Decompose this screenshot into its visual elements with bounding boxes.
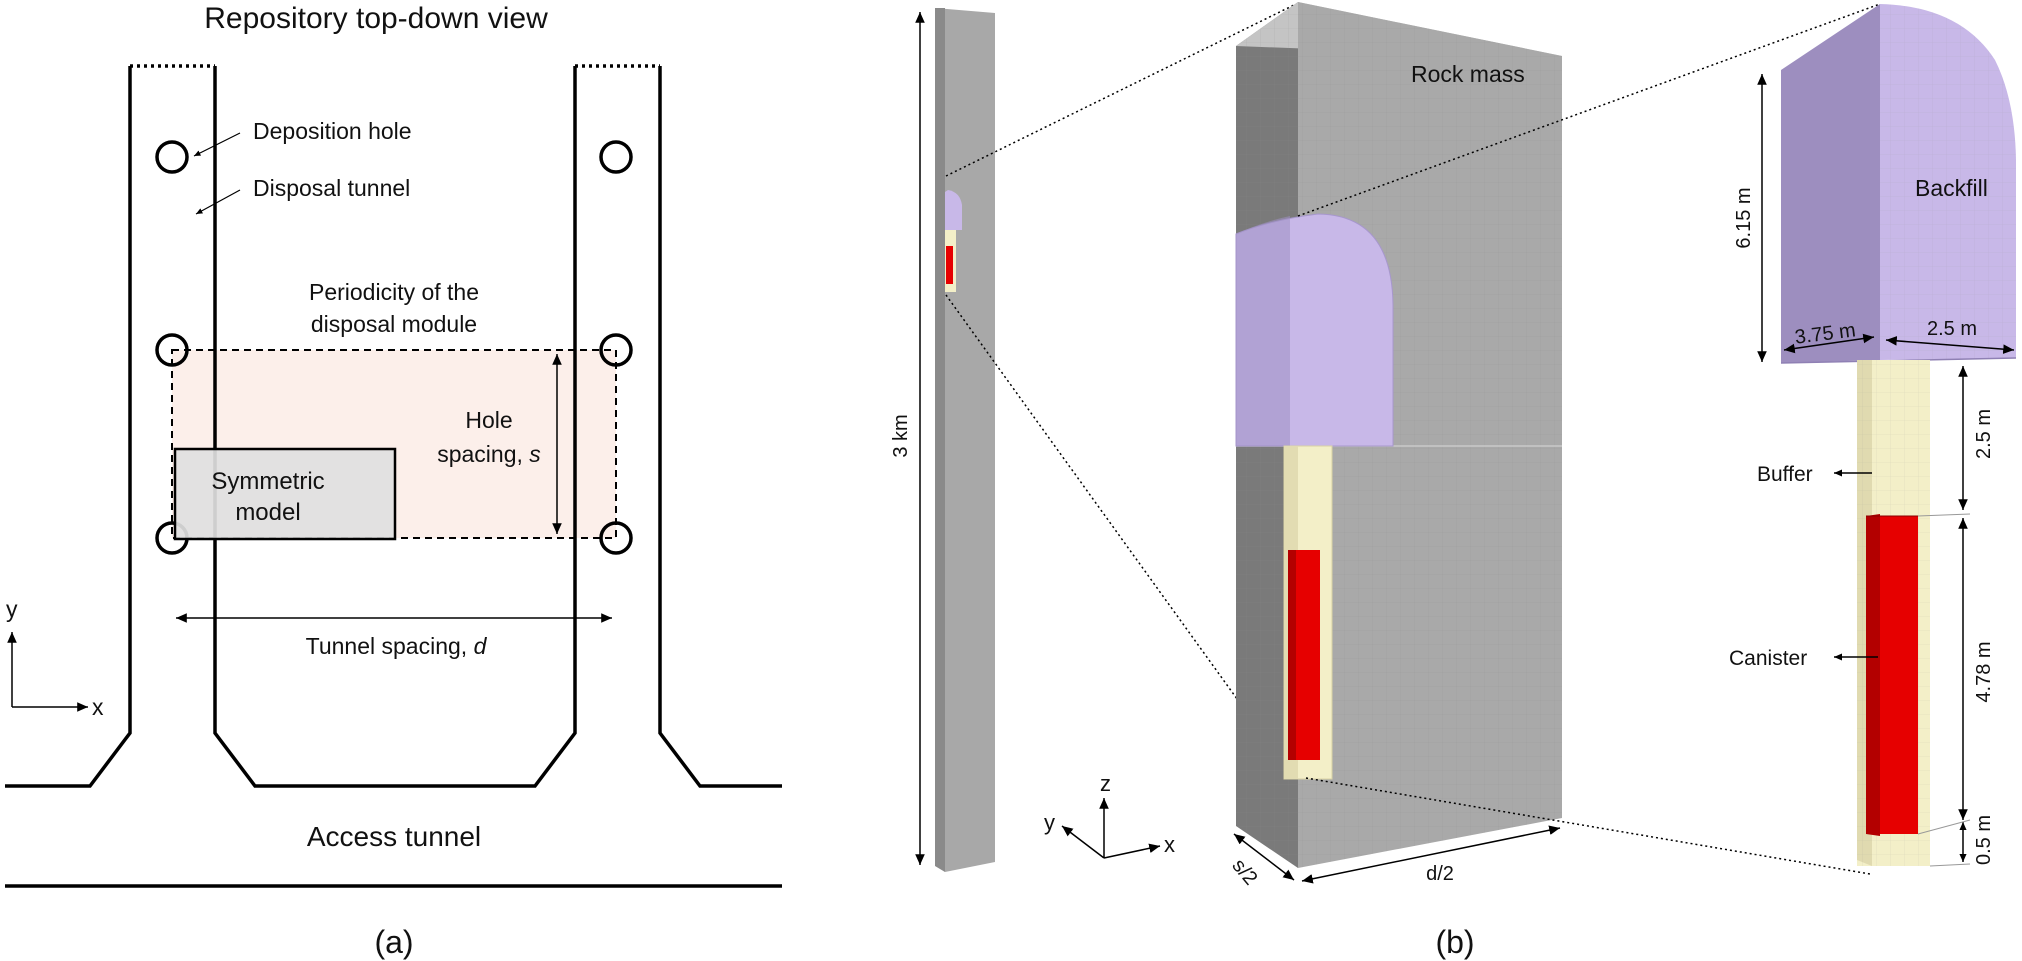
- deposition-hole: [599, 521, 633, 555]
- axis-x-label-3d: x: [1164, 832, 1175, 857]
- axis-z-label: z: [1100, 771, 1111, 796]
- panel-a: Repository top-down view Symmetric model: [5, 2, 782, 960]
- hole-spacing-label-line1: Hole: [465, 407, 512, 433]
- backfill-height-label: 6.15 m: [1733, 187, 1755, 248]
- disposal-tunnel-label: Disposal tunnel: [253, 175, 410, 201]
- full-domain-column: [935, 8, 995, 872]
- buffer-top-height-label: 2.5 m: [1973, 409, 1995, 459]
- backfill-label: Backfill: [1915, 175, 1988, 201]
- xy-axes: y x: [6, 596, 104, 720]
- axis-y-label: y: [6, 596, 18, 622]
- disposal-tunnel-leader: [195, 189, 241, 215]
- symmetric-model-label-line2: model: [235, 499, 300, 526]
- symmetric-model-label-line1: Symmetric: [211, 468, 324, 495]
- depth-label: s/2: [1228, 855, 1262, 890]
- height-label: 3 km: [890, 414, 912, 457]
- panel-b-caption: (b): [1435, 924, 1474, 960]
- rock-mass-label: Rock mass: [1411, 61, 1525, 87]
- canister-height-label: 4.78 m: [1973, 641, 1995, 702]
- canister-label: Canister: [1729, 647, 1807, 670]
- hole-spacing-label-line2: spacing, s: [437, 441, 541, 467]
- dimension-guides: [1917, 513, 1971, 867]
- axis-y-label-3d: y: [1044, 810, 1055, 835]
- deposition-hole: [599, 140, 633, 174]
- detail-canister: [1866, 514, 1918, 836]
- periodicity-label-line2: disposal module: [311, 311, 477, 337]
- width-left-dimension: [1783, 333, 1875, 354]
- small-canister: [946, 246, 953, 284]
- xyz-axes: z y x: [1044, 771, 1175, 859]
- width-dimension: [1301, 825, 1561, 884]
- depth-dimension: [1233, 833, 1295, 881]
- width-right-dimension: [1885, 336, 2015, 354]
- deposition-hole: [155, 333, 189, 367]
- deposition-hole: [155, 140, 189, 174]
- tunnel-spacing-label: Tunnel spacing, d: [306, 633, 488, 659]
- deposition-holes: [155, 140, 633, 555]
- deposition-hole: [599, 333, 633, 367]
- periodicity-label-line1: Periodicity of the: [309, 279, 479, 305]
- bottom-height-label: 0.5 m: [1973, 815, 1995, 865]
- panel-b: 3 km Rock mass z y: [890, 2, 2017, 960]
- buffer-label: Buffer: [1757, 463, 1813, 486]
- width-label: d/2: [1426, 863, 1454, 885]
- width-right-label: 2.5 m: [1927, 318, 1977, 340]
- panel-a-caption: (a): [374, 924, 413, 960]
- detail-backfill: [1780, 4, 2017, 364]
- rock-mass-block: [1235, 2, 1562, 868]
- access-tunnel-label: Access tunnel: [307, 821, 481, 852]
- deposition-hole-leader: [193, 132, 241, 157]
- small-backfill: [945, 190, 962, 230]
- axis-x-label: x: [92, 694, 104, 720]
- panel-a-title: Repository top-down view: [204, 2, 548, 35]
- deposition-hole-label: Deposition hole: [253, 118, 412, 144]
- symmetric-model-box: [173, 447, 397, 541]
- zoom-lines-2: [1297, 3, 1881, 875]
